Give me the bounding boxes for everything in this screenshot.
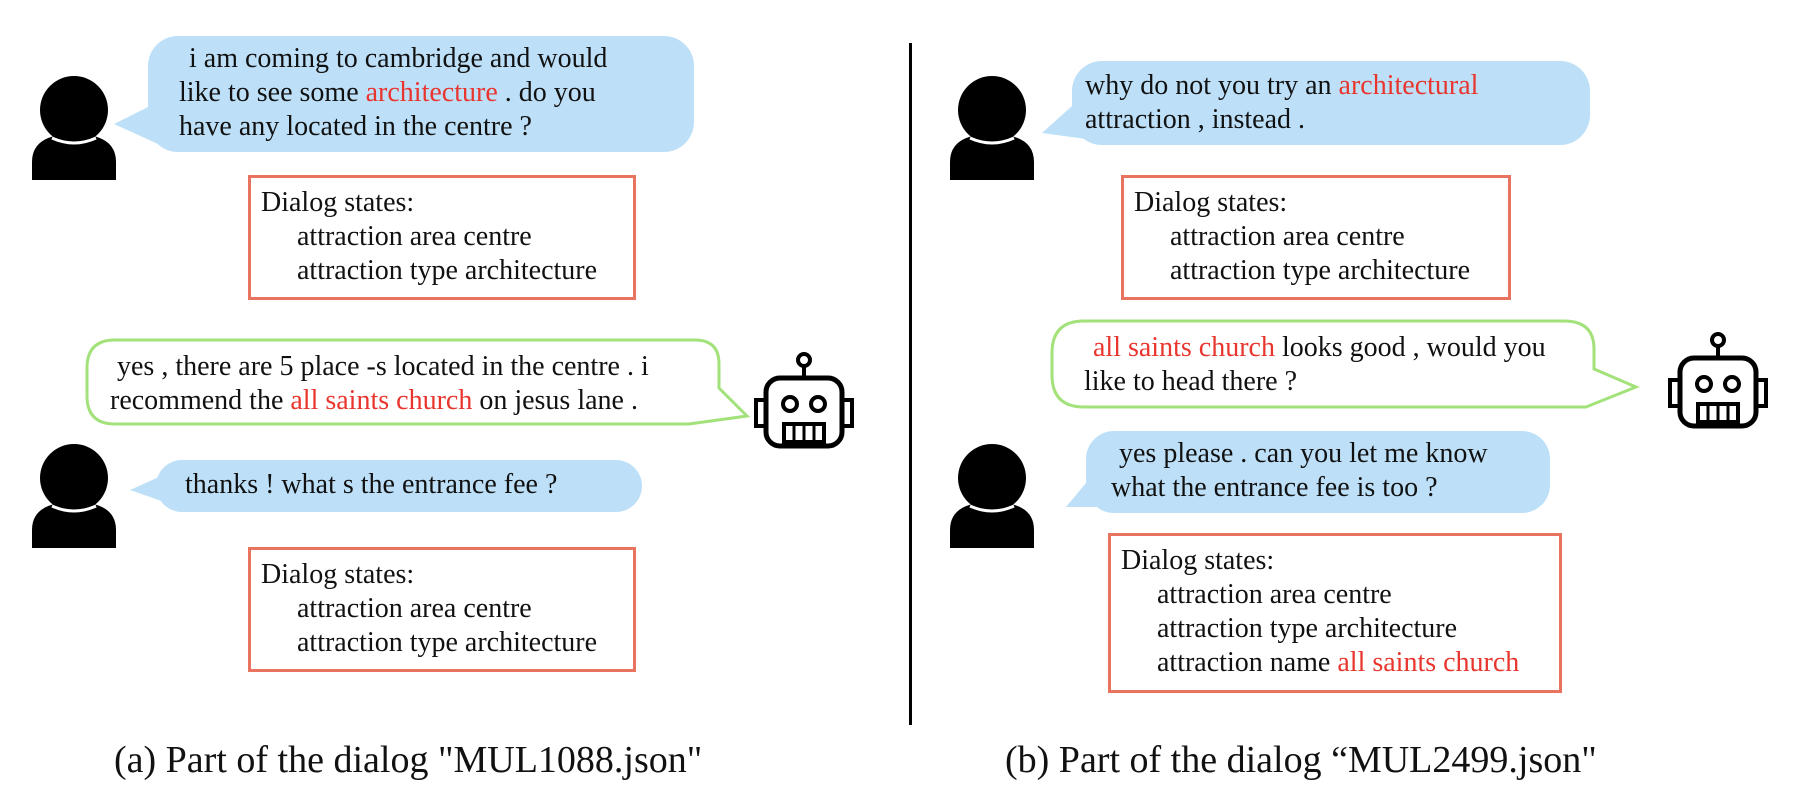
dialog-state-title: Dialog states: — [1121, 545, 1275, 576]
dialog-state-title: Dialog states: — [261, 559, 415, 590]
system-utterance-bubble: yes , there are 5 place -s located in th… — [85, 338, 751, 428]
utterance-line: all saints church looks good , would you — [1093, 332, 1546, 363]
person-icon — [950, 444, 1034, 548]
utterance-line: have any located in the centre ? — [179, 111, 532, 142]
utterance-line: what the entrance fee is too ? — [1111, 472, 1438, 503]
utterance-line: yes please . can you let me know — [1119, 438, 1488, 469]
dialog-state-slot: attraction name all saints church — [1157, 647, 1520, 678]
dialog-state-slot: attraction type architecture — [1157, 613, 1458, 644]
utterance-line: why do not you try an architectural — [1085, 70, 1479, 101]
highlighted-term: all saints church — [1093, 332, 1275, 363]
dialog-state-slot: attraction area centre — [1170, 221, 1405, 252]
utterance-line: recommend the all saints church on jesus… — [110, 385, 638, 416]
robot-icon — [1668, 332, 1768, 429]
user-utterance-bubble: thanks ! what s the entrance fee ? — [130, 460, 642, 512]
dialog-state-box: Dialog states: attraction area centre at… — [248, 547, 636, 672]
utterance-line: attraction , instead . — [1085, 104, 1306, 135]
panel-caption: (a) Part of the dialog "MUL1088.json" — [114, 739, 703, 781]
system-utterance-bubble: all saints church looks good , would you… — [1050, 319, 1640, 411]
user-utterance-bubble: i am coming to cambridge and would like … — [114, 36, 694, 152]
dialog-state-box: Dialog states: attraction area centre at… — [1121, 175, 1511, 300]
person-icon — [32, 444, 116, 548]
highlighted-term: all saints church — [1337, 647, 1520, 678]
dialog-state-slot: attraction area centre — [297, 221, 532, 252]
user-utterance-bubble: yes please . can you let me know what th… — [1066, 431, 1550, 513]
highlighted-term: architecture — [365, 77, 498, 108]
dialog-state-slot: attraction type architecture — [1170, 255, 1471, 286]
dialog-state-slot: attraction area centre — [1157, 579, 1392, 610]
utterance-line: like to see some architecture . do you — [179, 77, 596, 108]
person-icon — [950, 76, 1034, 180]
dialog-state-title: Dialog states: — [261, 187, 415, 218]
utterance-line: i am coming to cambridge and would — [189, 43, 608, 74]
dialog-state-slot: attraction type architecture — [297, 255, 598, 286]
utterance-line: thanks ! what s the entrance fee ? — [185, 469, 558, 500]
utterance-line: like to head there ? — [1084, 366, 1298, 397]
dialog-state-box: Dialog states: attraction area centre at… — [1108, 533, 1562, 693]
panel-divider — [909, 43, 912, 725]
dialog-state-slot: attraction type architecture — [297, 627, 598, 658]
dialog-state-title: Dialog states: — [1134, 187, 1288, 218]
highlighted-term: all saints church — [290, 385, 473, 416]
utterance-line: yes , there are 5 place -s located in th… — [117, 351, 649, 382]
user-utterance-bubble: why do not you try an architectural attr… — [1042, 61, 1590, 145]
dialog-state-slot: attraction area centre — [297, 593, 532, 624]
panel-caption: (b) Part of the dialog “MUL2499.json" — [1005, 739, 1597, 781]
person-icon — [32, 76, 116, 180]
highlighted-term: architectural — [1338, 70, 1479, 101]
robot-icon — [754, 352, 854, 449]
dialog-state-box: Dialog states: attraction area centre at… — [248, 175, 636, 300]
